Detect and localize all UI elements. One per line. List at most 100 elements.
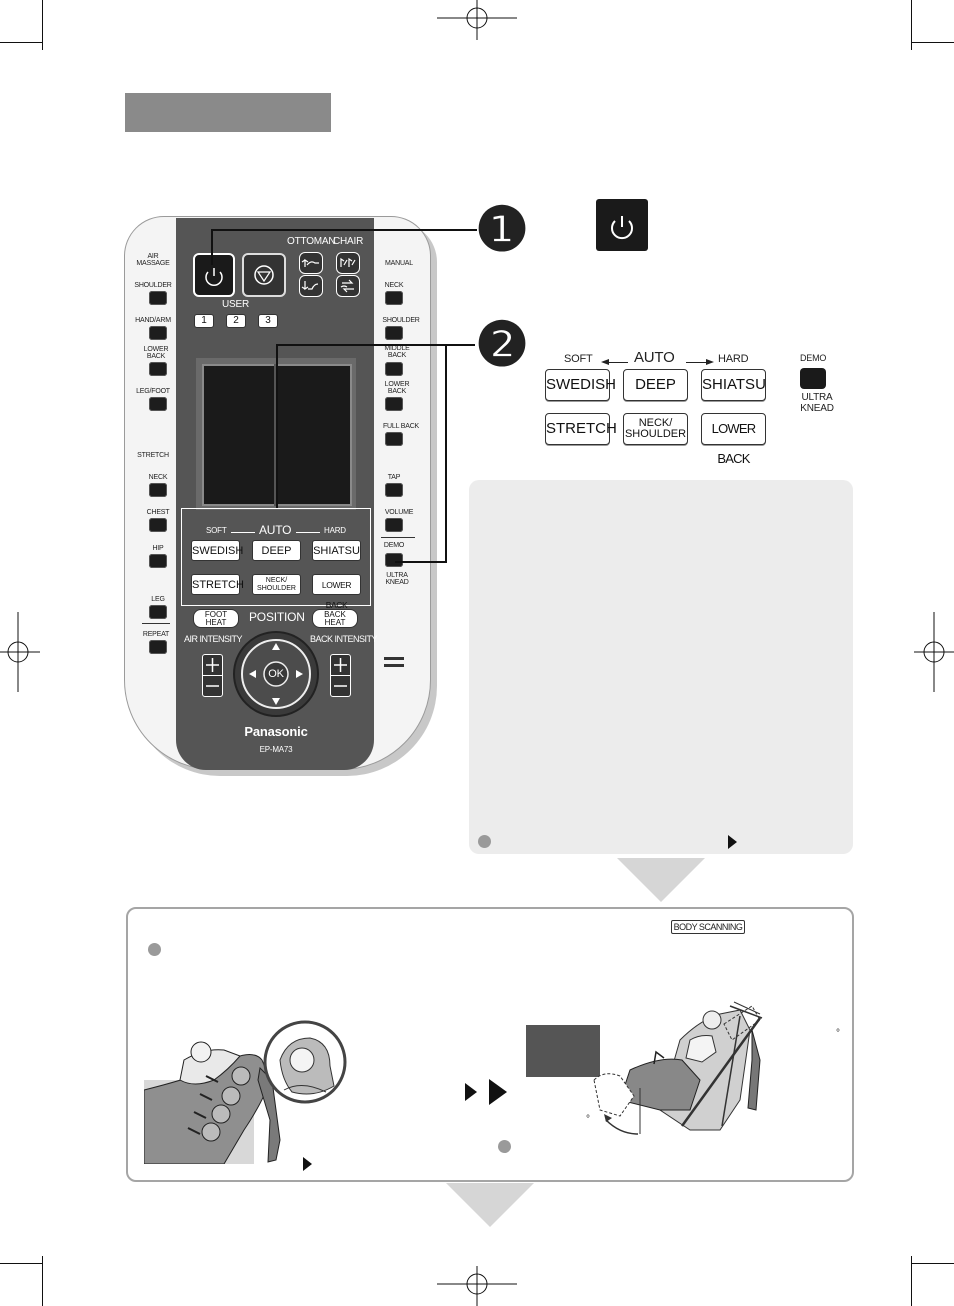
power-icon (205, 268, 223, 287)
down-arrow-icon (446, 1183, 534, 1227)
registration-mark-icon (914, 612, 954, 692)
chair-recline-button[interactable] (336, 252, 360, 274)
callout-line-1 (211, 229, 213, 265)
air-leg-foot-button[interactable] (149, 397, 167, 411)
hand-arm-label: HAND/ARM (135, 317, 171, 324)
ultra-knead-label-large: ULTRA KNEAD (800, 392, 834, 414)
lower-back-button[interactable]: LOWER BACK (312, 574, 361, 610)
hip-label: HIP (152, 545, 164, 552)
manual-shoulder-button[interactable] (385, 326, 403, 340)
stretch-chest-button[interactable] (149, 518, 167, 532)
ottoman-up-icon (301, 258, 319, 267)
chair-label: CHAIR (333, 236, 364, 247)
air-lower-back-button[interactable] (149, 362, 167, 376)
section-title-bar (125, 93, 331, 132)
neck-shoulder-button[interactable]: NECK/ SHOULDER (252, 574, 301, 595)
chest-label: CHEST (146, 509, 170, 516)
arrow-right-icon (728, 835, 737, 849)
user-label: USER (222, 299, 249, 310)
step-2-badge: ❷ (475, 310, 529, 380)
ultra-knead-label: ULTRA KNEAD (385, 572, 409, 586)
divider (142, 623, 170, 624)
swedish-button[interactable]: SWEDISH (191, 540, 243, 561)
recline-illustration (593, 1001, 763, 1135)
leg-foot-label: LEG/FOOT (136, 388, 170, 395)
ottoman-down-button[interactable] (299, 275, 323, 297)
back-intensity-minus-button[interactable] (330, 675, 351, 697)
air-hand-arm-button[interactable] (149, 326, 167, 340)
air-intensity-plus-button[interactable] (202, 654, 223, 676)
user-3-button[interactable]: 3 (258, 314, 278, 328)
air-massage-label: AIR MASSAGE (136, 253, 170, 267)
power-icon (611, 216, 633, 240)
arrow-right-icon (489, 1079, 507, 1105)
hard-arrow (686, 362, 710, 363)
foot-heat-button[interactable]: FOOT HEAT (193, 609, 239, 628)
crop-mark (911, 1263, 954, 1264)
shoulder-left-label: SHOULDER (134, 282, 172, 289)
ottoman-down-icon (301, 281, 319, 291)
user-1-button[interactable]: 1 (194, 314, 214, 328)
stretch-button-large: STRETCH (545, 413, 617, 445)
manual-neck-button[interactable] (385, 291, 403, 305)
air-intensity-minus-button[interactable] (202, 675, 223, 697)
ottoman-up-button[interactable] (299, 252, 323, 274)
demo-label-large: DEMO (800, 353, 827, 363)
stretch-button[interactable]: STRETCH (191, 574, 244, 595)
divider (381, 537, 415, 538)
shiatsu-button[interactable]: SHIATSU (312, 540, 361, 561)
arrow-right-line (296, 532, 320, 533)
shiatsu-button-large: SHIATSU (701, 369, 766, 401)
ok-button[interactable]: OK (268, 668, 284, 680)
tap-button[interactable] (385, 483, 403, 497)
repeat-button[interactable] (149, 640, 167, 654)
user-2-button[interactable]: 2 (226, 314, 246, 328)
lower-back-left-label: LOWER BACK (143, 346, 169, 360)
demo-label: DEMO (383, 542, 405, 549)
callout-line-2 (276, 344, 278, 508)
arrow-left-icon (601, 359, 609, 365)
demo-button-large (800, 368, 826, 389)
manual-lower-back-button[interactable] (385, 397, 403, 411)
chair-recline-icon (340, 257, 356, 267)
stop-button[interactable] (242, 253, 286, 297)
up-arrow-icon (272, 643, 280, 650)
volume-button[interactable] (385, 518, 403, 532)
repeat-label: REPEAT (142, 631, 170, 638)
auto-hard-label: HARD (324, 526, 346, 535)
manual-full-back-button[interactable] (385, 432, 403, 446)
chair-return-icon (340, 279, 354, 293)
direction-pad[interactable] (232, 630, 320, 718)
position-label: POSITION (249, 610, 305, 624)
down-arrow-icon (272, 698, 280, 705)
stretch-neck-button[interactable] (149, 483, 167, 497)
stretch-leg-button[interactable] (149, 605, 167, 619)
neck-left-label: NECK (148, 474, 168, 481)
power-button[interactable] (193, 253, 235, 297)
swedish-button-large: SWEDISH (545, 369, 616, 401)
soft-label-large: SOFT (564, 353, 593, 365)
hard-label-large: HARD (718, 353, 749, 365)
crop-mark (42, 0, 43, 50)
neck-shoulder-button-large: NECK/ SHOULDER (623, 413, 688, 445)
manual-middle-back-button[interactable] (385, 362, 403, 376)
down-arrow-icon (617, 858, 705, 902)
air-shoulder-button[interactable] (149, 291, 167, 305)
back-intensity-plus-button[interactable] (330, 654, 351, 676)
demo-ultra-knead-button[interactable] (385, 553, 403, 567)
arrow-right-icon (706, 359, 714, 365)
power-button-enlarged (596, 199, 648, 251)
crop-mark (0, 1263, 42, 1264)
tap-label: TAP (387, 474, 401, 481)
stretch-hip-button[interactable] (149, 554, 167, 568)
lower-back-button-large: LOWER BACK (701, 413, 766, 466)
leg-label: LEG (151, 596, 165, 603)
model-number: EP-MA73 (259, 745, 293, 754)
brand-logo: Panasonic (244, 724, 308, 739)
crop-mark (42, 1256, 43, 1306)
deep-button[interactable]: DEEP (252, 540, 301, 561)
chair-return-button[interactable] (336, 275, 360, 297)
display-divider (274, 364, 276, 506)
callout-line-2 (445, 344, 447, 562)
back-heat-button[interactable]: BACK HEAT (312, 609, 358, 628)
